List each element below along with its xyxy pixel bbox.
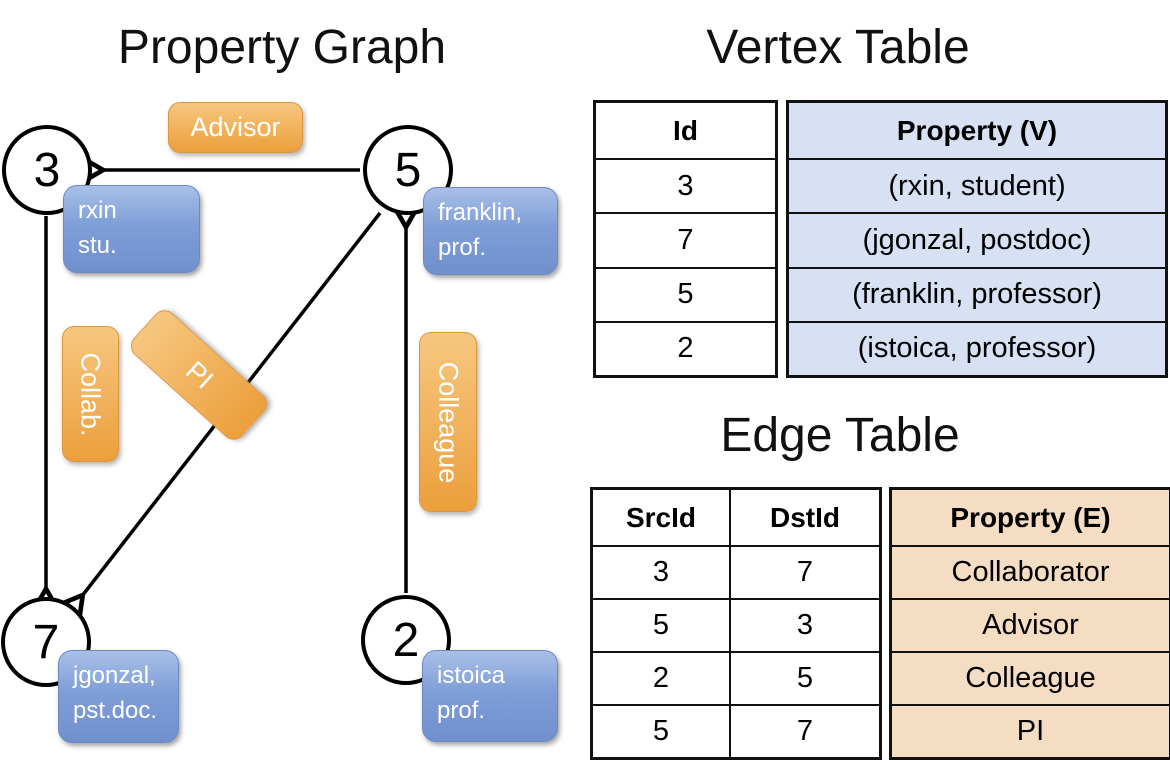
table-cell: 7 [596,212,775,266]
node-id: 7 [32,615,60,669]
edge-label-colleague: Colleague [419,332,477,512]
edge-table: SrcId DstId 3 7 5 3 2 5 5 7 Property (E)… [590,487,1170,760]
edge-label-text: PI [179,354,219,395]
edge-table-id-columns: SrcId DstId 3 7 5 3 2 5 5 7 [590,487,882,760]
table-cell: 5 [729,651,879,704]
table-cell: 5 [593,598,729,651]
vertex-property-line: prof. [438,233,487,261]
table-cell: 3 [596,158,775,212]
table-cell: (rxin, student) [789,158,1165,212]
edge-table-property-column: Property (E) Collaborator Advisor Collea… [889,487,1170,760]
node-id: 2 [392,613,420,667]
table-cell: (jgonzal, postdoc) [789,212,1165,266]
vertex-property-box-franklin: franklin, prof. [423,187,558,275]
vertex-property-line: pst.doc. [73,696,158,724]
table-cell: 7 [729,704,879,757]
table-cell: PI [892,704,1169,757]
vertex-property-box-rxin: rxin stu. [63,185,200,273]
vertex-property-line: istoica [437,662,506,689]
vertex-property-line: stu. [78,231,117,259]
edge-label-text: Advisor [190,112,281,142]
vertex-property-line: jgonzal, [73,662,156,689]
table-cell: 5 [593,704,729,757]
table-cell: 7 [729,545,879,598]
column-header-property-e: Property (E) [950,501,1111,533]
vertex-table-id-column: Id 3 7 5 2 [593,100,778,378]
vertex-property-line: franklin, [438,199,523,226]
table-cell: (istoica, professor) [789,320,1165,375]
table-cell: Advisor [892,598,1169,651]
edge-label-advisor: Advisor [168,102,303,153]
property-graph-title: Property Graph [117,21,447,74]
column-header-id: Id [673,114,698,146]
vertex-property-line: rxin [78,197,117,224]
column-header-srcid: SrcId [625,501,697,533]
table-cell: 3 [729,598,879,651]
table-cell: 5 [596,266,775,321]
vertex-table-title: Vertex Table [706,21,970,74]
edge-label-text: Collab. [76,351,107,437]
vertex-property-box-jgonzal: jgonzal, pst.doc. [58,650,179,743]
node-id: 5 [394,143,422,197]
column-header-property-v: Property (V) [896,114,1058,146]
vertex-table: Id 3 7 5 2 Property (V) (rxin, student) … [593,100,1168,378]
graph-node-2: 2 [361,595,451,685]
vertex-property-box-istoica: istoica prof. [422,650,558,742]
table-cell: 3 [593,545,729,598]
column-header-dstid: DstId [729,490,879,545]
table-cell: 2 [593,651,729,704]
vertex-table-property-column: Property (V) (rxin, student) (jgonzal, p… [786,100,1168,378]
table-cell: 2 [596,320,775,375]
edge-table-title: Edge Table [720,409,960,462]
vertex-property-line: prof. [437,696,486,724]
table-cell: Colleague [892,651,1169,704]
edge-label-collab: Collab. [62,326,119,462]
edge-label-text: Colleague [433,361,464,483]
graph-node-5: 5 [363,125,453,215]
node-id: 3 [33,143,61,197]
table-cell: Collaborator [892,545,1169,598]
table-cell: (franklin, professor) [789,266,1165,321]
